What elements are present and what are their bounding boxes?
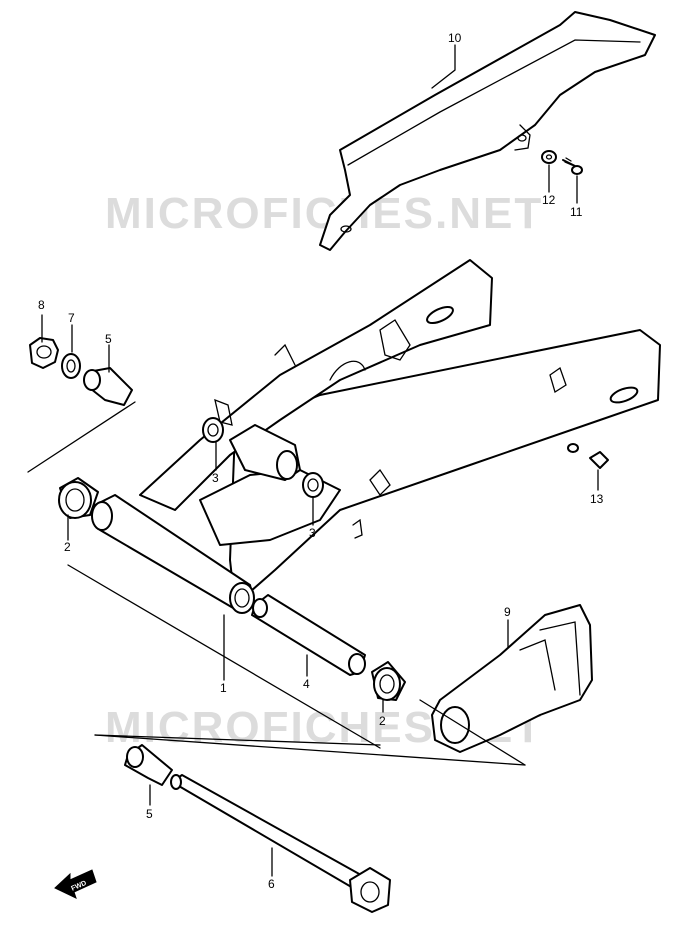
chain-case-part-10[interactable] <box>319 11 656 251</box>
clip-part-13[interactable] <box>589 451 609 469</box>
callout-6: 6 <box>268 877 275 891</box>
callout-5-upper: 5 <box>105 332 112 346</box>
bearing-part-3-lower[interactable] <box>302 472 324 498</box>
callout-10: 10 <box>448 31 462 45</box>
pivot-shaft-part-6[interactable] <box>170 774 391 913</box>
bearing-part-2-right[interactable] <box>371 661 406 701</box>
callout-4: 4 <box>303 677 310 691</box>
chain-guide-part-9[interactable] <box>431 604 593 753</box>
callout-5-lower: 5 <box>146 807 153 821</box>
callout-labels: 10 12 11 8 7 5 3 3 2 13 9 1 4 2 5 6 <box>38 31 604 891</box>
callout-8: 8 <box>38 298 45 312</box>
bolt-part-11[interactable] <box>562 157 583 175</box>
leader-lines <box>41 44 599 877</box>
callout-11: 11 <box>570 205 583 219</box>
callout-12: 12 <box>542 193 556 207</box>
bearing-part-2-left[interactable] <box>58 477 99 519</box>
callout-2-right: 2 <box>379 714 386 728</box>
nut-part-8[interactable] <box>29 337 59 369</box>
callout-3-lower: 3 <box>309 526 316 540</box>
washer-part-7[interactable] <box>61 353 81 379</box>
fwd-arrow-icon: FWD <box>54 869 97 899</box>
callout-9: 9 <box>504 605 511 619</box>
callout-3-upper: 3 <box>212 471 219 485</box>
washer-part-12[interactable] <box>541 150 557 164</box>
callout-1: 1 <box>220 681 227 695</box>
collar-part-5-upper[interactable] <box>83 367 133 406</box>
callout-7: 7 <box>68 311 75 325</box>
callout-2-left: 2 <box>64 540 71 554</box>
callout-13: 13 <box>590 492 604 506</box>
bearing-part-3-upper[interactable] <box>202 417 224 443</box>
watermark-top: MICROFICHES.NET <box>105 189 543 238</box>
swing-arm-part-1[interactable] <box>91 259 661 614</box>
spacer-part-4[interactable] <box>251 594 366 676</box>
collar-part-5-lower[interactable] <box>124 744 173 786</box>
